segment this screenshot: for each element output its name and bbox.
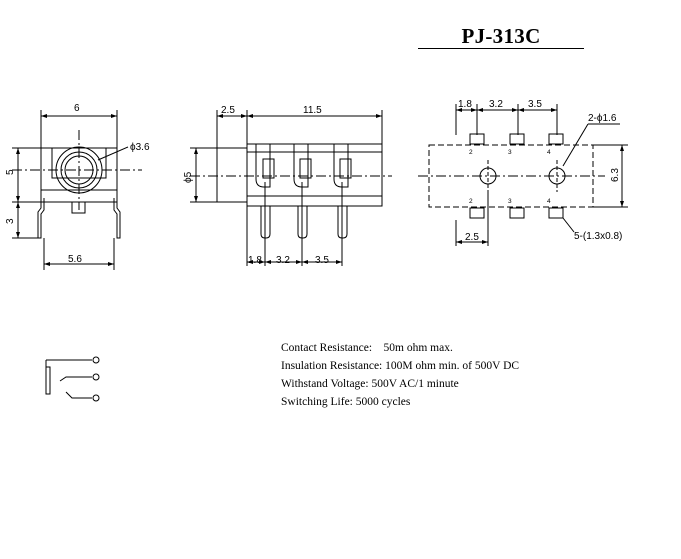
pin-label: 2: [469, 198, 473, 205]
spec-contact-resistance: Contact Resistance: 50m ohm max.: [281, 342, 453, 354]
footprint-holes: 2-ϕ1.6: [588, 113, 617, 124]
part-number-title: PJ-313C: [461, 24, 541, 48]
switch-schematic: [45, 356, 100, 402]
front-height-upper: 5: [5, 169, 16, 175]
front-diameter: ϕ3.6: [130, 142, 150, 153]
footprint-pitch-2: 3.2: [489, 99, 503, 110]
footprint-offset: 2.5: [465, 232, 479, 243]
electrical-specifications: Contact Resistance: 50m ohm max. Insulat…: [281, 339, 519, 411]
pin-label: 3: [508, 198, 512, 205]
side-pitch-1: 1.8: [248, 255, 262, 266]
footprint-pads: 5-(1.3x0.8): [574, 231, 622, 242]
front-width-top: 6: [74, 103, 80, 114]
side-view: [190, 110, 392, 266]
side-left-dim: 2.5: [221, 105, 235, 116]
pcb-footprint: [418, 104, 628, 246]
spec-switching-life: Switching Life: 5000 cycles: [281, 396, 411, 408]
footprint-pitch-1: 1.8: [458, 99, 472, 110]
front-width-bottom: 5.6: [68, 254, 82, 265]
pin-label: 4: [547, 149, 551, 156]
spec-insulation-resistance: Insulation Resistance: 100M ohm min. of …: [281, 360, 520, 372]
pin-label: 4: [547, 198, 551, 205]
spec-withstand-voltage: Withstand Voltage: 500V AC/1 minute: [281, 378, 459, 390]
side-pitch-3: 3.5: [315, 255, 329, 266]
side-diameter: ϕ5: [183, 171, 194, 183]
front-height-lower: 3: [5, 218, 16, 224]
footprint-height: 6.3: [610, 168, 621, 182]
front-view: [12, 110, 142, 270]
title-underline: [418, 48, 584, 49]
pin-label: 2: [469, 149, 473, 156]
pin-label: 3: [508, 149, 512, 156]
side-length: 11.5: [303, 105, 322, 116]
footprint-pitch-3: 3.5: [528, 99, 542, 110]
side-pitch-2: 3.2: [276, 255, 290, 266]
